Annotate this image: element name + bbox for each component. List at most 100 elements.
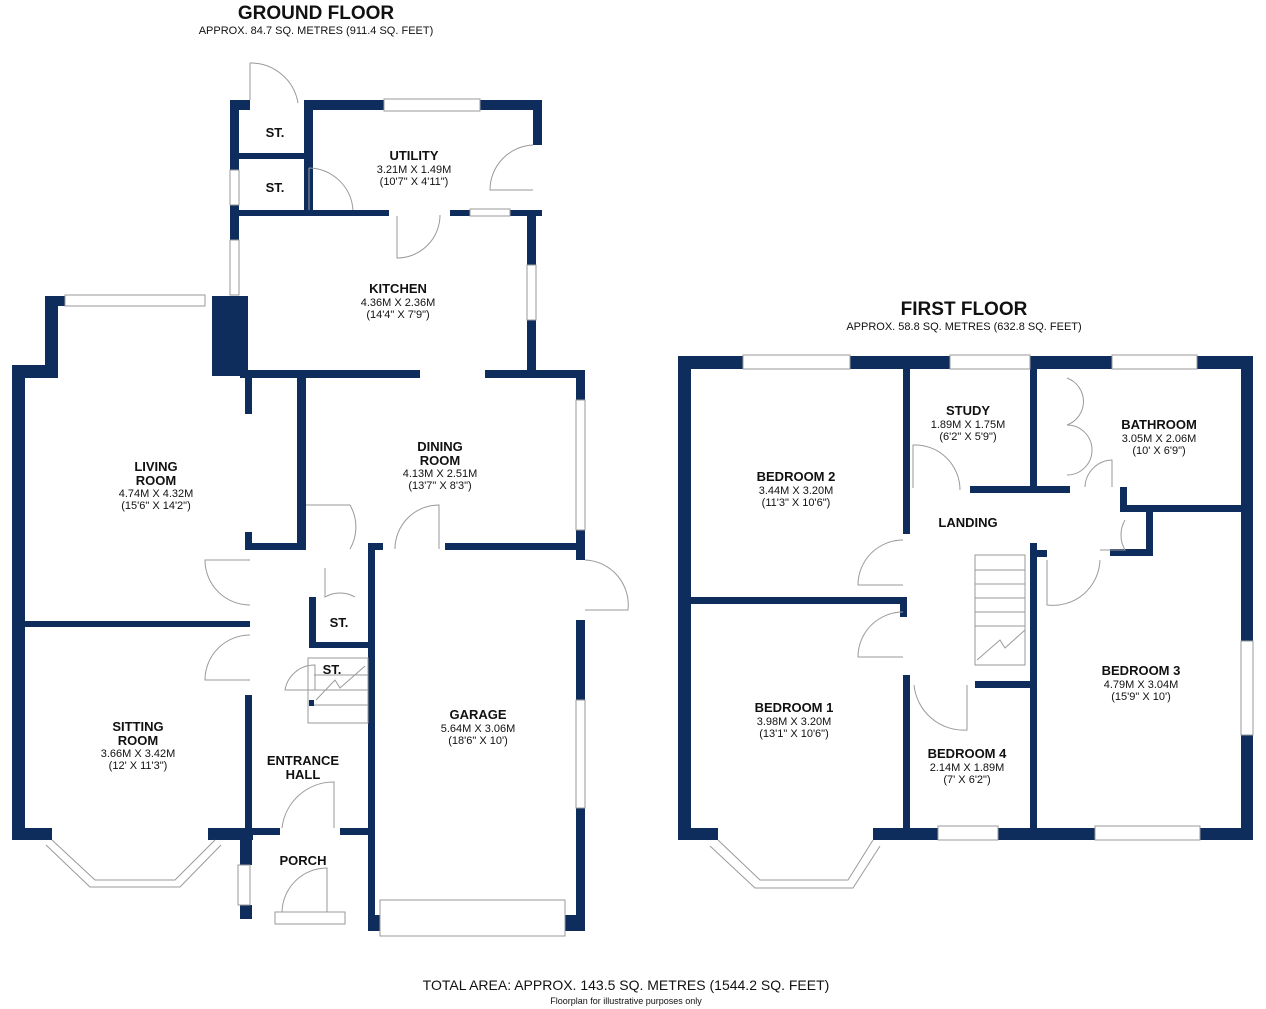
first-floor-title: FIRST FLOOR <box>901 299 1028 320</box>
room-dims-kitchen: 4.36M X 2.36M <box>361 297 436 309</box>
door <box>1046 559 1101 606</box>
room-dims-imperial-kitchen: (14'4" X 7'9") <box>366 309 429 321</box>
room-label-dining-2: ROOM <box>420 453 460 468</box>
window <box>949 354 1031 370</box>
window <box>1111 354 1198 370</box>
wall <box>678 356 691 840</box>
first-floor-fixtures <box>709 354 1254 889</box>
wall <box>1120 487 1127 512</box>
wall <box>12 828 52 840</box>
room-dims-imperial-study: (6'2" X 5'9") <box>939 431 996 443</box>
room-label-living: LIVING <box>134 459 177 474</box>
wall <box>45 296 58 368</box>
wall <box>1241 735 1253 840</box>
wall <box>1146 512 1153 556</box>
room-label-store: ST. <box>330 615 349 630</box>
wall <box>903 369 910 534</box>
wall <box>309 597 316 647</box>
room-dims-living: 4.74M X 4.32M <box>119 488 194 500</box>
wall <box>450 210 470 216</box>
wall <box>1030 356 1112 369</box>
window <box>64 294 206 307</box>
wall <box>1030 543 1037 840</box>
wall <box>230 100 250 110</box>
wall <box>1110 549 1153 556</box>
wall <box>485 370 585 378</box>
room-label-porch: PORCH <box>280 853 327 868</box>
stairs <box>307 657 369 724</box>
wall <box>510 210 542 216</box>
room-dims-bedroom-2: 3.44M X 3.20M <box>759 485 834 497</box>
wall <box>900 597 907 617</box>
bay-window <box>51 839 216 881</box>
wall <box>1030 369 1037 489</box>
wall <box>1127 505 1252 512</box>
first-floor-area: APPROX. 58.8 SQ. METRES (632.8 SQ. FEET) <box>846 321 1081 333</box>
first-floor-walls <box>678 356 1253 840</box>
first-floor-labels: BEDROOM 2 3.44M X 3.20M (11'3" X 10'6") … <box>755 403 1197 786</box>
door <box>281 867 328 913</box>
room-label-dining: DINING <box>417 439 463 454</box>
door <box>324 568 356 598</box>
room-dims-imperial-bedroom-2: (11'3" X 10'6") <box>762 497 831 509</box>
room-label-kitchen: KITCHEN <box>369 281 427 296</box>
room-dims-imperial-garage: (18'6" X 10') <box>448 735 507 747</box>
room-dims-bedroom-1: 3.98M X 3.20M <box>757 716 832 728</box>
wall <box>975 681 1035 688</box>
room-dims-imperial-bedroom-3: (15'9" X 10') <box>1111 691 1170 703</box>
window <box>526 264 537 321</box>
wall <box>527 210 536 265</box>
room-label-store: ST. <box>323 662 342 677</box>
room-dims-imperial-sitting: (12' X 11'3") <box>109 760 168 772</box>
wall <box>480 100 542 110</box>
wall <box>12 365 25 840</box>
window <box>1240 640 1254 736</box>
room-dims-imperial-dining: (13'7" X 8'3") <box>408 480 471 492</box>
door <box>1100 519 1126 551</box>
bay-window <box>709 845 881 889</box>
wall <box>309 642 369 648</box>
bay-window <box>45 844 222 888</box>
ground-floor-title: GROUND FLOOR <box>238 3 394 24</box>
room-label-study: STUDY <box>946 403 990 418</box>
doorstep <box>274 911 346 925</box>
wall <box>1200 828 1253 840</box>
window <box>237 864 251 906</box>
door <box>204 559 251 606</box>
room-label-bedroom-3: BEDROOM 3 <box>1102 663 1181 678</box>
wall <box>368 543 375 931</box>
room-label-garage: GARAGE <box>449 707 506 722</box>
wall <box>576 808 585 931</box>
room-dims-imperial-living: (15'6" X 14'2") <box>121 500 191 512</box>
door <box>489 144 534 191</box>
window <box>1094 825 1201 841</box>
window <box>575 399 586 531</box>
room-label-bedroom-1: BEDROOM 1 <box>755 700 834 715</box>
wall <box>245 378 252 414</box>
ground-floor-plan: GROUND FLOOR APPROX. 84.7 SQ. METRES (91… <box>12 3 629 937</box>
room-label-sitting: SITTING <box>112 719 163 734</box>
wall <box>850 356 950 369</box>
wall <box>368 915 380 931</box>
bay-window <box>717 839 874 881</box>
room-label-living-2: ROOM <box>136 473 176 488</box>
wall <box>304 100 384 110</box>
wall <box>25 621 250 627</box>
wall <box>240 835 252 865</box>
window <box>229 239 240 296</box>
garage-door <box>379 899 566 937</box>
door <box>281 781 335 829</box>
ground-floor-labels: ST. ST. UTILITY 3.21M X 1.49M (10'7" X 4… <box>101 125 516 868</box>
door <box>284 664 316 691</box>
room-label-entrance-hall: ENTRANCE <box>267 753 340 768</box>
room-label-bathroom: BATHROOM <box>1121 417 1197 432</box>
room-dims-sitting: 3.66M X 3.42M <box>101 748 176 760</box>
room-dims-garage: 5.64M X 3.06M <box>441 723 516 735</box>
room-label-landing: LANDING <box>938 515 997 530</box>
stairs <box>974 554 1026 666</box>
wall <box>691 597 903 604</box>
room-dims-imperial-utility: (10'7" X 4'11") <box>380 176 449 188</box>
wall <box>576 620 585 700</box>
window <box>575 699 586 809</box>
room-label-bedroom-4: BEDROOM 4 <box>928 746 1008 761</box>
